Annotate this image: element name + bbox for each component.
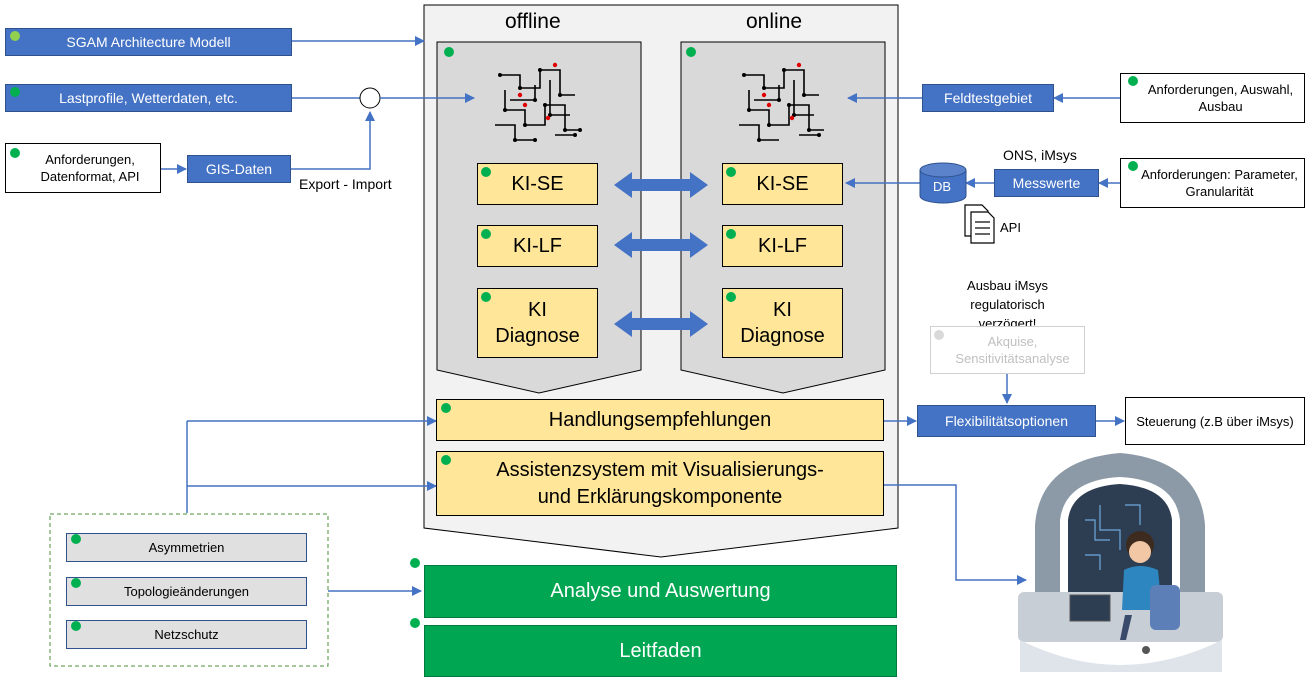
status-dot xyxy=(686,47,696,57)
ki-se-online-label: KI-SE xyxy=(756,172,809,195)
gis-daten-label: GIS-Daten xyxy=(205,161,273,177)
anforderungen-parameter-box[interactable]: Anforderungen: Parameter, Granularität xyxy=(1120,158,1305,208)
ki-lf-offline-label: KI-LF xyxy=(513,234,562,257)
ki-se-offline-label: KI-SE xyxy=(511,172,564,195)
handlungsempfehlungen-box[interactable]: Handlungsempfehlungen xyxy=(436,399,884,441)
status-dot xyxy=(1128,76,1138,86)
status-dot xyxy=(441,403,451,413)
netzschutz-item[interactable]: Netzschutz xyxy=(66,620,307,649)
document-icon xyxy=(964,204,995,244)
anforderungen-datenformat-label: Anforderungen, Datenformat, API xyxy=(40,152,140,184)
double-arrow-ki-diagnose xyxy=(614,311,708,337)
ki-diagnose-offline-label: KI Diagnose xyxy=(495,299,580,347)
netzschutz-label: Netzschutz xyxy=(154,627,219,642)
leitfaden-label: Leitfaden xyxy=(619,639,702,662)
status-dot xyxy=(410,618,420,628)
double-arrow-ki-se xyxy=(614,172,708,198)
topologieaenderungen-label: Topologieänderungen xyxy=(123,584,250,599)
status-dot xyxy=(441,455,451,465)
steuerung-label: Steuerung (z.B über iMsys) xyxy=(1136,413,1294,429)
status-dot xyxy=(481,229,491,239)
status-dot xyxy=(410,558,420,568)
status-dot xyxy=(71,534,81,544)
ki-se-online[interactable]: KI-SE xyxy=(722,163,843,205)
status-dot xyxy=(10,31,20,41)
ausbau-note: Ausbau iMsys regulatorisch verzögert! xyxy=(967,278,1048,331)
side-group-border xyxy=(49,513,329,667)
asymmetrien-label: Asymmetrien xyxy=(148,540,225,555)
ki-lf-online-label: KI-LF xyxy=(758,234,807,257)
anforderungen-datenformat-box[interactable]: Anforderungen, Datenformat, API xyxy=(5,143,161,193)
double-arrow-ki-lf xyxy=(614,232,708,258)
analyse-label: Analyse und Auswertung xyxy=(550,580,771,602)
status-dot xyxy=(726,292,736,302)
flexibilitaetsoptionen-label: Flexibilitätsoptionen xyxy=(945,413,1068,429)
offline-title: offline xyxy=(505,10,561,33)
status-dot xyxy=(444,47,454,57)
analyse-box[interactable]: Analyse und Auswertung xyxy=(424,565,897,618)
anforderungen-auswahl-label: Anforderungen, Auswahl, Ausbau xyxy=(1147,82,1294,114)
status-dot xyxy=(481,167,491,177)
messwerte-label: Messwerte xyxy=(1012,175,1081,191)
steuerung-box[interactable]: Steuerung (z.B über iMsys) xyxy=(1125,397,1305,445)
status-dot xyxy=(10,87,20,97)
feldtestgebiet-box[interactable]: Feldtestgebiet xyxy=(922,84,1054,112)
status-dot xyxy=(481,292,491,302)
leitfaden-box[interactable]: Leitfaden xyxy=(424,625,897,677)
network-grid-icon-offline xyxy=(495,62,582,142)
messwerte-box[interactable]: Messwerte xyxy=(994,169,1099,197)
assistenzsystem-box[interactable]: Assistenzsystem mit Visualisierungs- und… xyxy=(436,451,884,516)
status-dot xyxy=(726,229,736,239)
lastprofile-label: Lastprofile, Wetterdaten, etc. xyxy=(59,90,238,106)
status-dot xyxy=(934,330,944,340)
status-dot xyxy=(726,167,736,177)
feldtestgebiet-label: Feldtestgebiet xyxy=(944,90,1032,106)
online-title: online xyxy=(746,10,803,33)
topologieaenderungen-item[interactable]: Topologieänderungen xyxy=(66,577,307,606)
ki-diagnose-online[interactable]: KI Diagnose xyxy=(722,288,843,358)
anforderungen-auswahl-box[interactable]: Anforderungen, Auswahl, Ausbau xyxy=(1120,73,1305,123)
status-dot xyxy=(71,578,81,588)
lastprofile-box[interactable]: Lastprofile, Wetterdaten, etc. xyxy=(5,84,292,112)
akquise-label: Akquise, Sensitivitätsanalyse xyxy=(955,334,1070,366)
api-label: API xyxy=(1000,220,1021,235)
control-room-operator-icon xyxy=(1018,453,1223,672)
status-dot xyxy=(1128,161,1138,171)
gis-daten-box[interactable]: GIS-Daten xyxy=(187,155,291,183)
ki-diagnose-offline[interactable]: KI Diagnose xyxy=(477,288,598,358)
status-dot xyxy=(71,621,81,631)
assistenzsystem-label: Assistenzsystem mit Visualisierungs- und… xyxy=(496,458,824,508)
sgam-box[interactable]: SGAM Architecture Modell xyxy=(5,28,292,56)
database-icon xyxy=(919,162,967,204)
flexibilitaetsoptionen-box[interactable]: Flexibilitätsoptionen xyxy=(917,405,1096,437)
sgam-label: SGAM Architecture Modell xyxy=(66,34,231,50)
ons-imsys-label: ONS, iMsys xyxy=(1003,147,1077,163)
ki-lf-offline[interactable]: KI-LF xyxy=(477,225,598,267)
ki-diagnose-online-label: KI Diagnose xyxy=(740,299,825,347)
db-label: DB xyxy=(933,179,952,194)
export-import-label: Export - Import xyxy=(299,176,392,192)
asymmetrien-item[interactable]: Asymmetrien xyxy=(66,533,307,562)
handlungsempfehlungen-label: Handlungsempfehlungen xyxy=(548,408,772,431)
network-grid-icon-online xyxy=(739,62,824,142)
anforderungen-parameter-label: Anforderungen: Parameter, Granularität xyxy=(1141,167,1298,199)
status-dot xyxy=(10,148,20,158)
ki-lf-online[interactable]: KI-LF xyxy=(722,225,843,267)
ki-se-offline[interactable]: KI-SE xyxy=(477,163,598,205)
akquise-box[interactable]: Akquise, Sensitivitätsanalyse xyxy=(930,326,1085,374)
